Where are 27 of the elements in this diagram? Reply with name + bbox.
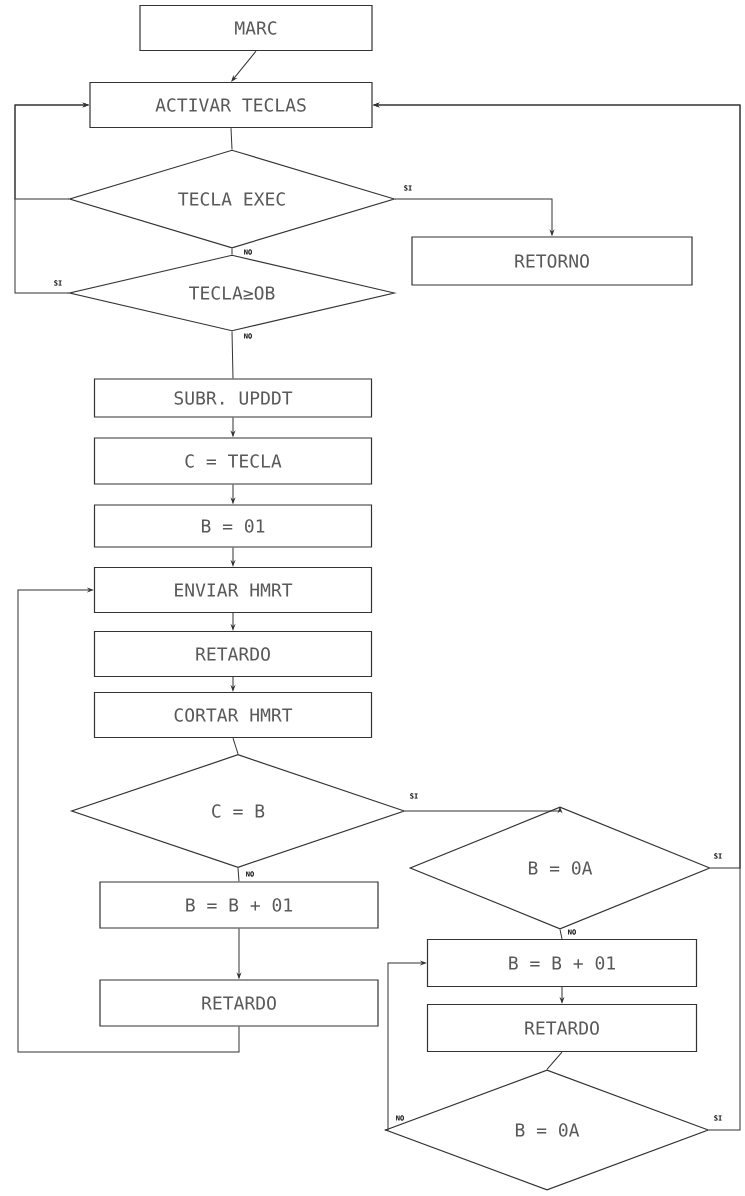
process-box: ACTIVAR TECLAS bbox=[89, 81, 373, 129]
arrow bbox=[231, 50, 257, 82]
arrow bbox=[231, 676, 235, 691]
arrow bbox=[231, 484, 235, 504]
process-box: SUBR. UPDDT bbox=[93, 378, 373, 418]
arrow bbox=[394, 198, 554, 236]
arrow bbox=[231, 417, 235, 437]
process-box: B = 01 bbox=[93, 504, 373, 548]
arrow bbox=[17, 588, 240, 1053]
process-box: RETARDO bbox=[93, 630, 373, 678]
process-box: RETORNO bbox=[411, 236, 693, 286]
process-box: MARC bbox=[139, 4, 373, 52]
process-box: CORTAR HMRT bbox=[93, 691, 373, 739]
arrow bbox=[404, 807, 562, 813]
arrow bbox=[384, 961, 426, 1131]
arrow bbox=[14, 103, 89, 294]
arrow bbox=[373, 103, 741, 1131]
process-box: RETARDO bbox=[99, 979, 379, 1027]
process-box: RETARDO bbox=[426, 1003, 698, 1053]
process-box: B = B + 01 bbox=[99, 881, 379, 929]
arrow bbox=[231, 547, 235, 566]
arrow bbox=[560, 986, 564, 1003]
arrow bbox=[237, 928, 241, 979]
process-box: ENVIAR HMRT bbox=[93, 566, 373, 614]
arrow bbox=[231, 612, 235, 630]
process-box: B = B + 01 bbox=[426, 938, 698, 988]
process-box: C = TECLA bbox=[93, 437, 373, 485]
